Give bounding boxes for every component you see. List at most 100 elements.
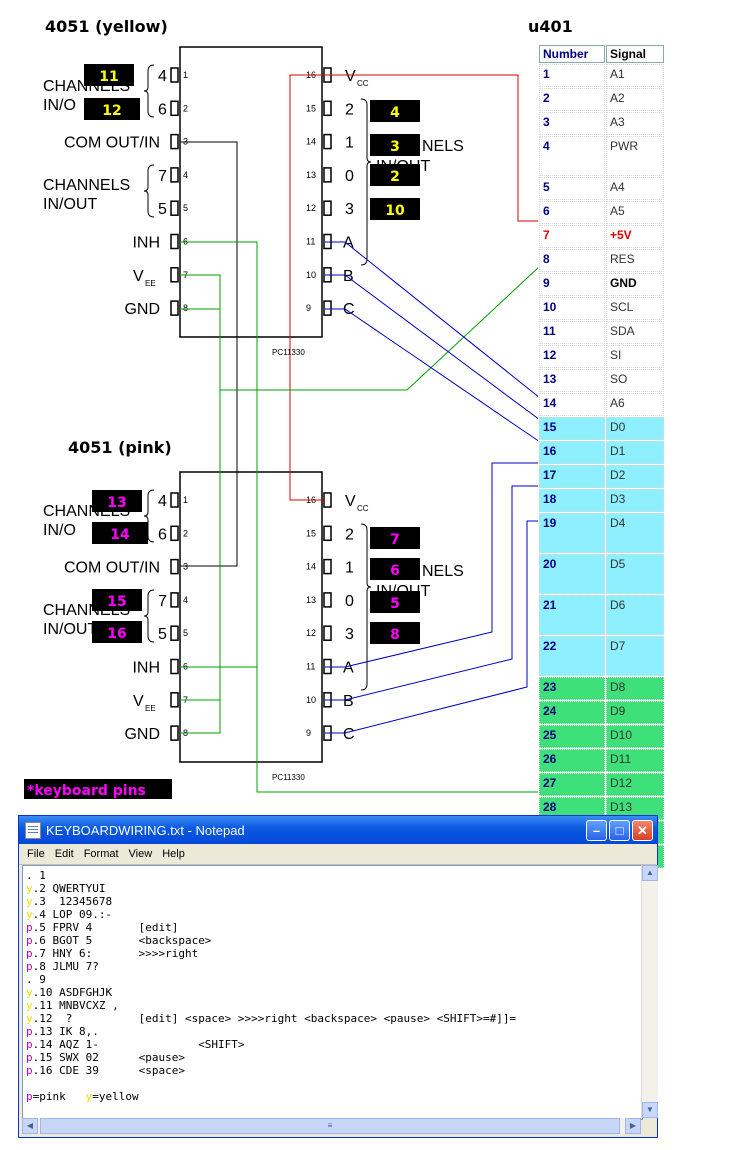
yellow-channels-label-bottom-2: IN/OUT (43, 196, 97, 213)
pink-badge-16-bg (92, 621, 142, 643)
signal-cell: D8 (606, 677, 664, 700)
pink-label-vcc: V (345, 493, 356, 510)
yellow-label-vcc: V (345, 68, 356, 85)
pink-pin-num-left: 3 (183, 562, 188, 572)
notepad-icon (25, 821, 41, 839)
pin-number-cell: 16 (539, 441, 605, 464)
notepad-title-bar[interactable]: KEYBOARDWIRING.txt - Notepad (19, 816, 657, 844)
signal-cell: D1 (606, 441, 664, 464)
pin-number-cell: 1 (539, 64, 605, 87)
pink-pin-num-left: 5 (183, 628, 188, 638)
menu-edit[interactable]: Edit (54, 848, 74, 860)
yellow-pin-num-right: 15 (306, 103, 316, 113)
signal-cell: D9 (606, 701, 664, 724)
yellow-badge-2-bg (370, 164, 420, 186)
yellow-label-vee: V (133, 268, 144, 285)
text-line: y.2 QWERTYUI (26, 882, 642, 895)
signal-cell: A2 (606, 88, 664, 111)
pin-number-cell: 2 (539, 88, 605, 111)
scroll-down-button[interactable]: ▼ (642, 1102, 658, 1118)
pink-badge-14-bg (92, 522, 148, 544)
legend-line: p=pink y=yellow (26, 1090, 642, 1103)
pink-pin-left-3 (170, 558, 179, 575)
menu-view[interactable]: View (128, 848, 153, 860)
yellow-label-right-11: A (343, 235, 354, 252)
yellow-pin-right-13 (323, 167, 332, 183)
yellow-pin-left-5 (170, 200, 179, 216)
pink-label-right-14: 1 (345, 560, 354, 577)
line-text: .2 QWERTYUI (32, 882, 106, 895)
yellow-pin-num-left: 2 (183, 103, 188, 113)
pin-number-cell: 7 (539, 225, 605, 248)
pin-number-cell: 25 (539, 725, 605, 748)
line-marker: p (26, 1025, 33, 1038)
line-text: .5 FPRV 4 [edit] (32, 921, 179, 934)
pink-badge-6-bg (370, 558, 420, 580)
pink-brace-left-top (143, 489, 155, 543)
pink-label-com: COM OUT/IN (64, 560, 160, 577)
menu-format[interactable]: Format (83, 848, 119, 860)
pink-pin-num-right: 13 (306, 595, 316, 605)
scroll-up-button[interactable]: ▲ (642, 865, 658, 881)
signal-cell: A6 (606, 393, 664, 416)
pin-number-cell: 10 (539, 297, 605, 320)
pin-number-cell: 11 (539, 321, 605, 344)
pink-pin-num-left: 4 (183, 595, 188, 605)
line-marker: y (26, 908, 33, 921)
wire-c-yellow (325, 308, 541, 443)
line-text: .10 ASDFGHJK (32, 986, 113, 999)
pink-pin-left-7 (170, 692, 179, 708)
wire-inh-yellow (180, 241, 540, 793)
pink-label-right-15: 2 (345, 526, 354, 543)
menu-file[interactable]: File (27, 848, 45, 860)
horizontal-scroll-thumb[interactable]: ≡ (40, 1118, 620, 1134)
line-text: 1 (32, 869, 46, 882)
line-marker: y (26, 1012, 33, 1025)
pink-badge-16: 16 (107, 626, 126, 642)
yellow-label-right-12: 3 (345, 201, 354, 218)
text-line: . 1 (26, 869, 642, 882)
pin-number-cell: 5 (539, 177, 605, 200)
yellow-channels-label-right-1: NELS (422, 138, 464, 155)
yellow-label-right-14: 1 (345, 135, 354, 152)
line-marker: y (26, 882, 33, 895)
yellow-pin-num-right: 14 (306, 137, 316, 147)
yellow-badge-10: 10 (385, 203, 405, 219)
line-marker: . (26, 973, 33, 986)
menu-help[interactable]: Help (162, 848, 185, 860)
text-line: p.15 SWX 02 <pause> (26, 1051, 642, 1064)
pink-chip-body (179, 471, 323, 763)
pin-number-cell: 17 (539, 465, 605, 488)
horizontal-scrollbar[interactable]: ◀ ≡ ▶ (22, 1118, 641, 1134)
yellow-label-ch4: 4 (158, 68, 167, 85)
yellow-pin-left-3 (170, 133, 179, 150)
pin-number-cell: 21 (539, 595, 605, 635)
signal-cell: D7 (606, 636, 664, 676)
maximize-button[interactable]: □ (609, 820, 630, 841)
legend-y-text: =yellow (92, 1090, 139, 1103)
pink-label-vcc-sub: CC (357, 504, 369, 513)
close-button[interactable]: ✕ (632, 820, 653, 841)
pink-pin-num-right: 15 (306, 528, 316, 538)
scroll-right-button[interactable]: ▶ (625, 1118, 641, 1134)
vertical-scrollbar[interactable]: ▲ ▼ (641, 865, 658, 1118)
pink-pin-num-right: 10 (306, 695, 316, 705)
pink-badge-15-bg (92, 589, 142, 611)
text-line: y.12 ? [edit] <space> >>>>right <backspa… (26, 1012, 642, 1025)
scroll-left-button[interactable]: ◀ (22, 1118, 38, 1134)
yellow-pin-right-15 (323, 100, 332, 117)
minimize-button[interactable]: – (586, 820, 607, 841)
yellow-label-inh: INH (132, 235, 160, 252)
line-marker: p (26, 1064, 33, 1077)
yellow-chip-body (179, 46, 323, 338)
